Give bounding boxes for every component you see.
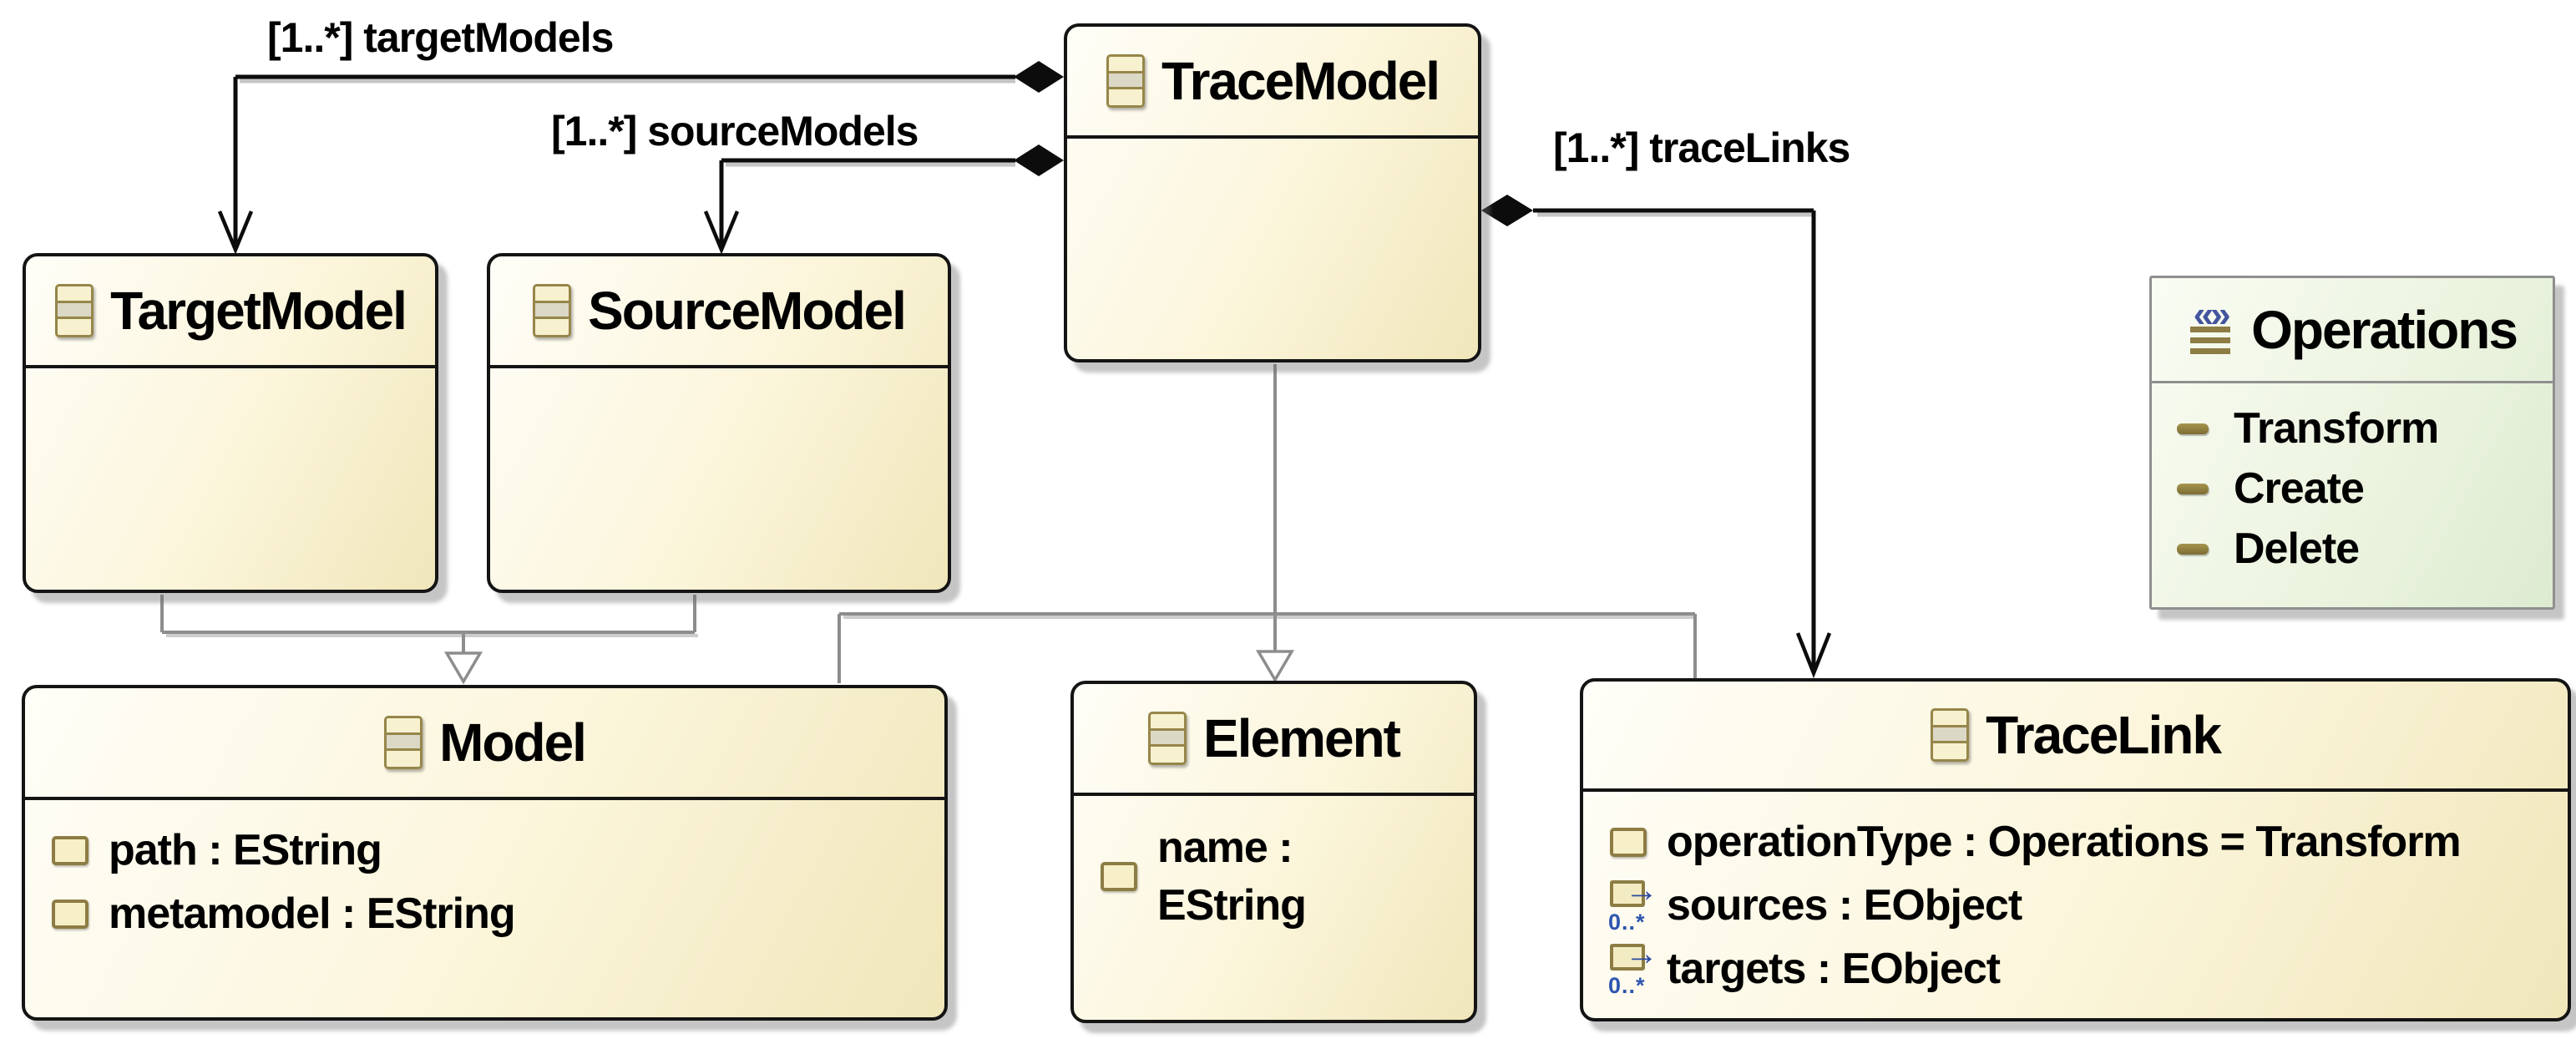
eattribute-icon <box>52 835 89 865</box>
eclass-icon <box>1106 54 1145 108</box>
attribute-compartment: operationType : Operations = Transform →… <box>1583 792 2568 1001</box>
open-arrowhead-icon <box>217 210 254 255</box>
class-header: Model <box>25 688 944 800</box>
enum-literal-row[interactable]: Delete <box>2177 519 2553 579</box>
attribute-text: targets : EObject <box>1667 945 2001 993</box>
class-node-model[interactable]: Model path : EString metamodel : EString <box>22 685 948 1021</box>
attribute-text: name : EString <box>1157 824 1307 930</box>
attribute-compartment <box>1067 139 1478 157</box>
eclass-icon <box>1148 712 1187 765</box>
class-title: TargetModel <box>110 281 407 341</box>
class-node-element[interactable]: Element name : EString <box>1070 681 1477 1023</box>
attribute-row[interactable]: → 0..* targets : EObject <box>1608 935 2568 1001</box>
class-node-tracemodel[interactable]: TraceModel <box>1064 23 1481 362</box>
edge-shadows <box>166 79 1814 637</box>
class-header: SourceModel <box>490 256 948 368</box>
attribute-row[interactable]: path : EString <box>52 819 944 882</box>
class-header: TraceModel <box>1067 27 1478 139</box>
class-title: TraceModel <box>1161 51 1440 111</box>
generalization-edges-to-element[interactable] <box>838 364 1697 683</box>
enum-literal-row[interactable]: Create <box>2177 459 2553 519</box>
generalization-edges-to-model[interactable] <box>160 595 696 685</box>
eattribute-icon <box>52 899 89 929</box>
containment-edge-tracelinks[interactable] <box>1481 195 1832 679</box>
attribute-row[interactable]: → 0..* sources : EObject <box>1608 872 2568 937</box>
enum-literal-text: Delete <box>2234 525 2360 573</box>
eclass-icon <box>1931 708 1970 762</box>
class-header: TargetModel <box>26 256 435 368</box>
edge-label-targetmodels[interactable]: [1..*] targetModels <box>267 14 614 61</box>
attribute-compartment: path : EString metamodel : EString <box>25 800 944 945</box>
composition-diamond-icon <box>1481 195 1533 226</box>
enum-literal-row[interactable]: Transform <box>2177 398 2553 459</box>
attribute-row[interactable]: name : EString <box>1101 819 1474 934</box>
attribute-text: operationType : Operations = Transform <box>1667 818 2462 866</box>
enum-header: «» Operations <box>2152 278 2553 383</box>
eenum-literal-icon <box>2177 423 2209 434</box>
class-title: TraceLink <box>1986 705 2222 765</box>
class-node-sourcemodel[interactable]: SourceModel <box>487 253 951 593</box>
class-header: TraceLink <box>1583 682 2568 792</box>
eenum-literal-icon <box>2177 543 2209 555</box>
attribute-text: path : EString <box>109 826 382 874</box>
eclass-icon <box>55 284 94 337</box>
class-header: Element <box>1074 684 1474 796</box>
enum-literal-text: Create <box>2234 464 2365 513</box>
attribute-row[interactable]: metamodel : EString <box>52 882 944 945</box>
generalization-triangle-icon <box>443 651 483 685</box>
containment-edge-targetmodels[interactable] <box>217 61 1064 255</box>
eclass-icon <box>384 716 423 769</box>
class-node-targetmodel[interactable]: TargetModel <box>23 253 438 593</box>
class-title: Element <box>1203 708 1401 768</box>
attribute-compartment: name : EString <box>1074 796 1474 934</box>
eattribute-icon <box>1610 827 1647 857</box>
attribute-compartment <box>26 368 435 387</box>
attribute-text: metamodel : EString <box>109 889 516 938</box>
generalization-triangle-icon <box>1255 650 1295 683</box>
class-title: Model <box>439 712 587 773</box>
class-title: SourceModel <box>588 281 907 341</box>
enum-title: Operations <box>2251 299 2518 360</box>
open-arrowhead-icon <box>703 210 740 255</box>
enum-node-operations[interactable]: «» Operations Transform Create Delete <box>2149 276 2555 610</box>
attribute-compartment <box>490 368 948 387</box>
class-node-tracelink[interactable]: TraceLink operationType : Operations = T… <box>1580 678 2571 1021</box>
composition-diamond-icon <box>1014 61 1064 93</box>
eenum-literal-icon <box>2177 483 2209 494</box>
eenum-icon: «» <box>2188 294 2233 356</box>
eattribute-icon <box>1101 862 1137 892</box>
containment-edge-sourcemodels[interactable] <box>703 144 1064 255</box>
edge-label-sourcemodels[interactable]: [1..*] sourceModels <box>551 108 919 155</box>
composition-diamond-icon <box>1014 144 1064 176</box>
attribute-text: sources : EObject <box>1667 881 2022 930</box>
multiplicity-label: 0..* <box>1608 910 1646 935</box>
ereference-icon: → 0..* <box>1608 935 1658 998</box>
multiplicity-label: 0..* <box>1608 973 1646 998</box>
eclass-icon <box>533 284 572 337</box>
ereference-icon: → 0..* <box>1608 872 1658 935</box>
open-arrowhead-icon <box>1795 632 1832 679</box>
attribute-row[interactable]: operationType : Operations = Transform <box>1610 810 2568 874</box>
edge-label-tracelinks[interactable]: [1..*] traceLinks <box>1553 124 1850 171</box>
literal-compartment: Transform Create Delete <box>2152 383 2553 579</box>
enum-literal-text: Transform <box>2234 404 2439 453</box>
